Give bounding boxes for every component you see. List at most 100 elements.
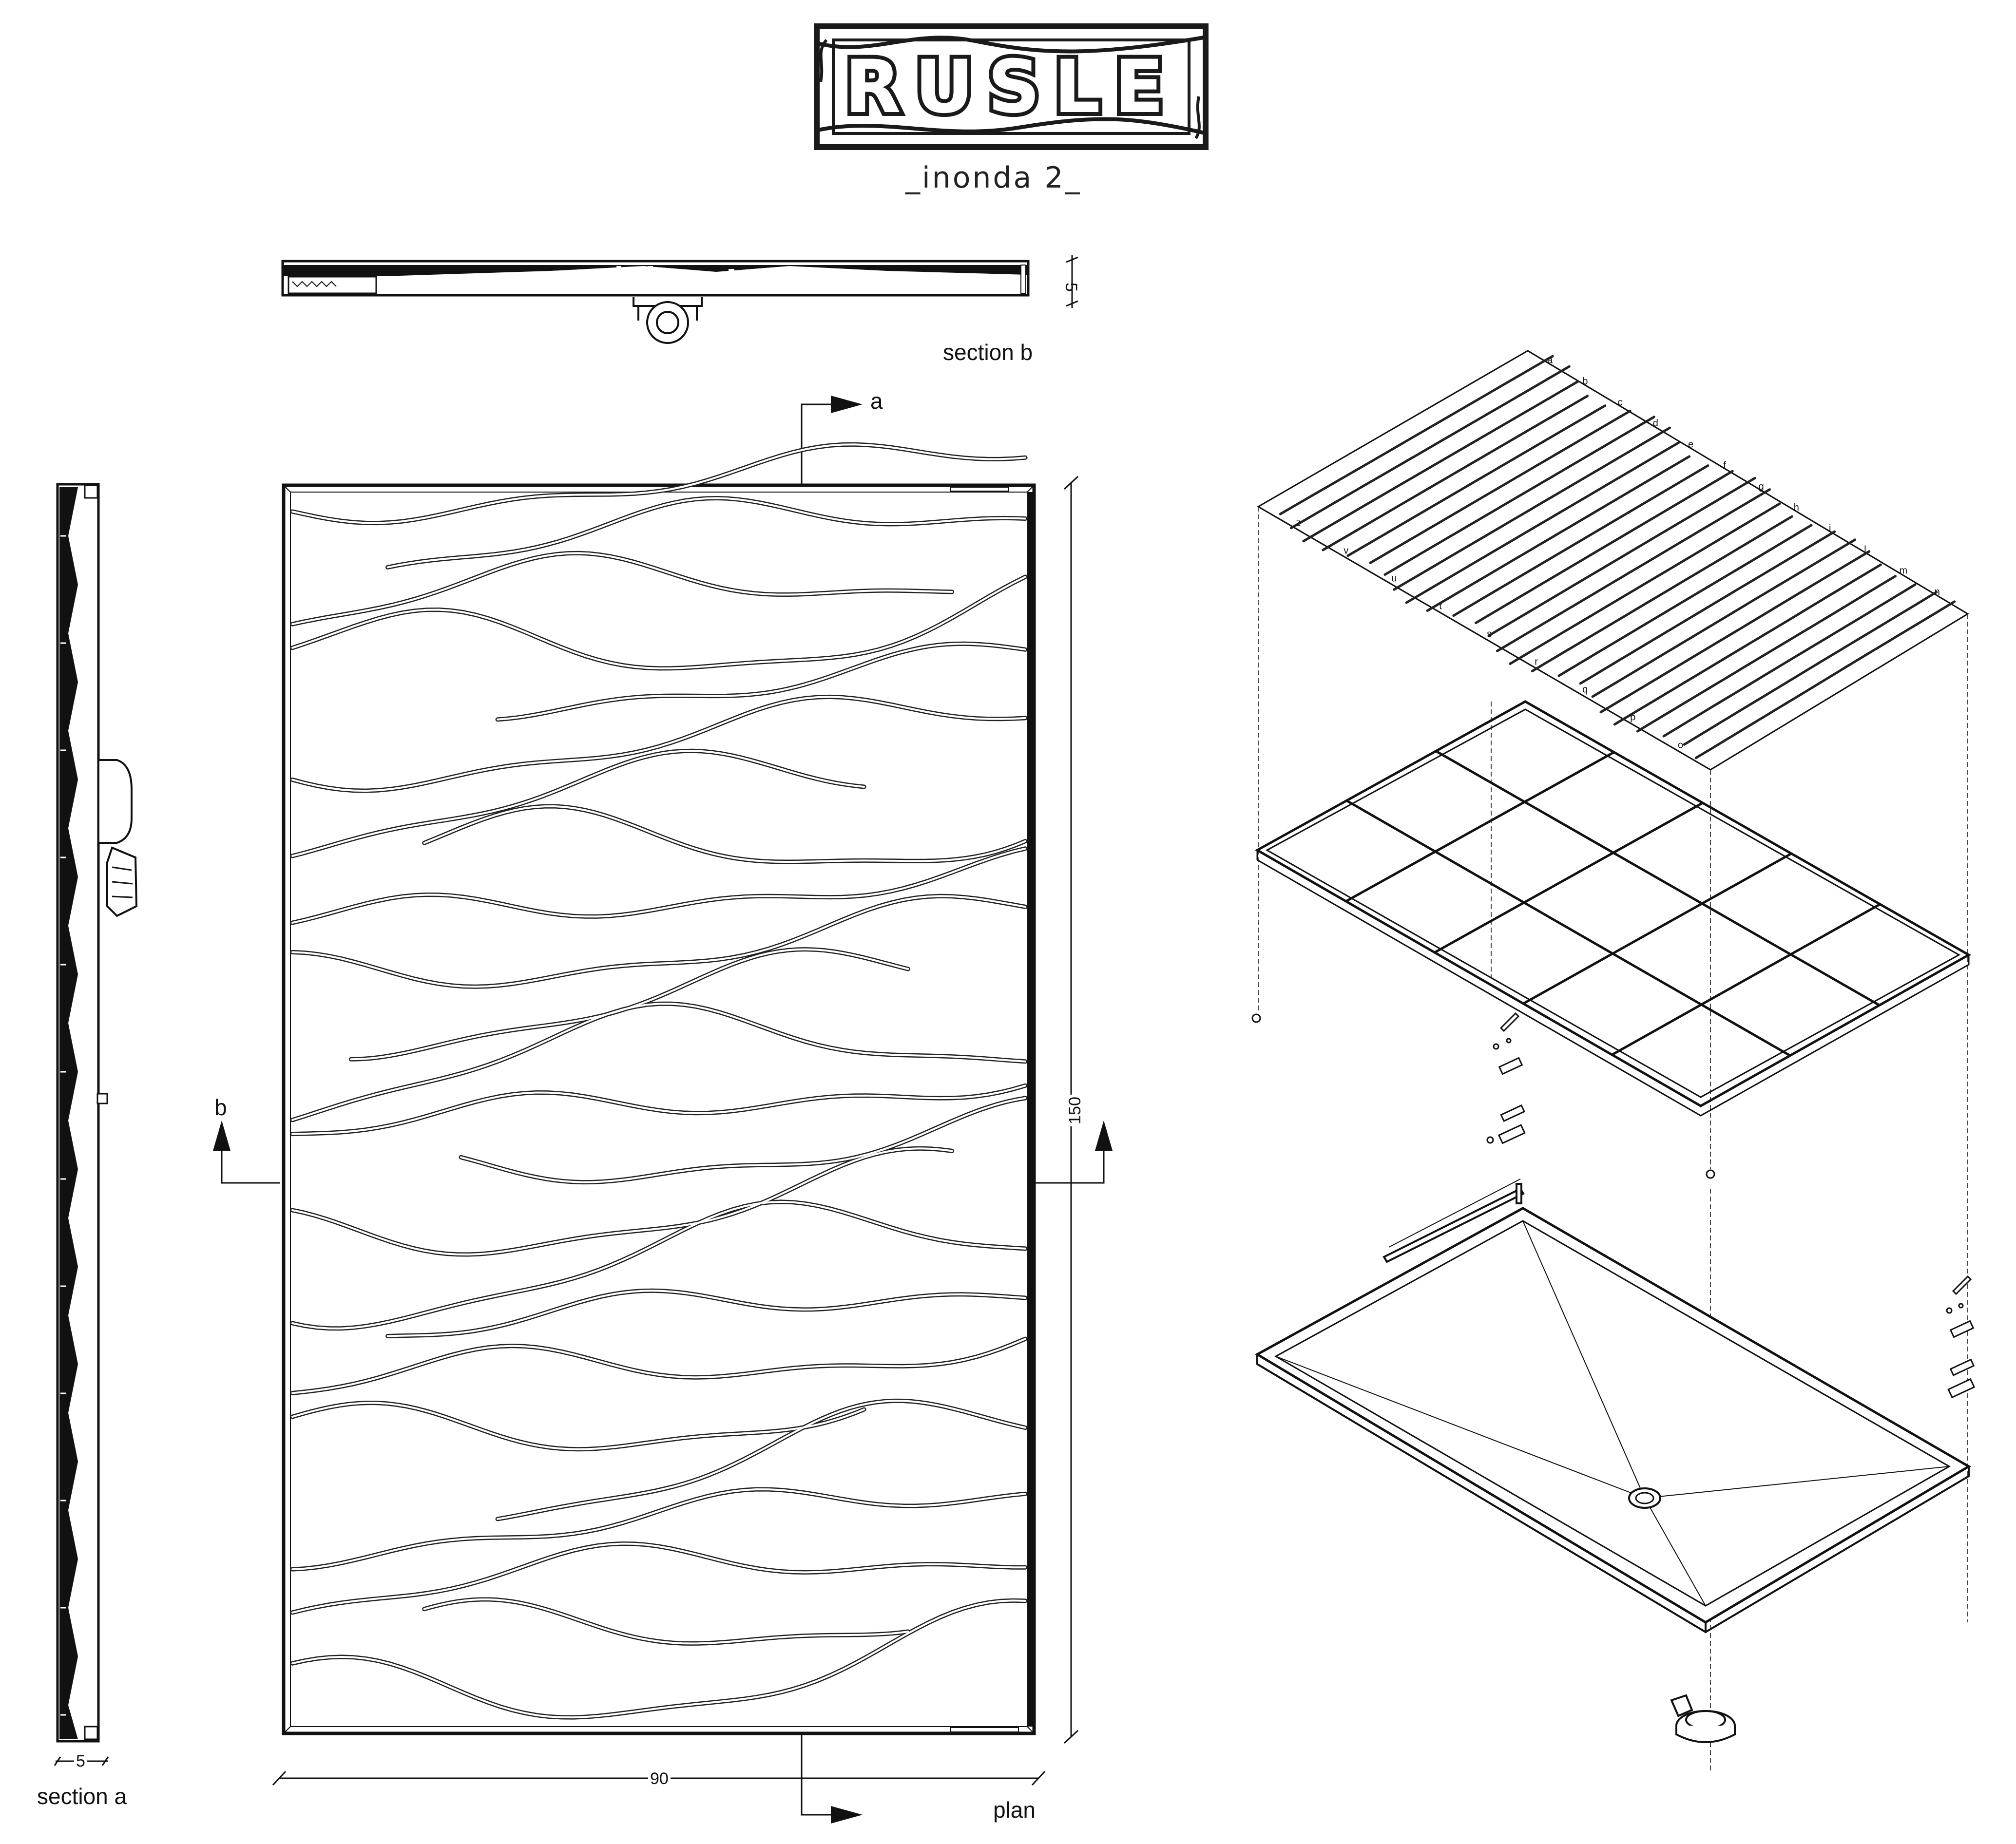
top-plate-channel: [1579, 530, 1836, 685]
top-plate-channel: [1290, 365, 1571, 530]
plan-channel-pattern-inner: [291, 443, 1026, 1719]
top-plate-channel: [1393, 426, 1671, 591]
frame-foot: [1706, 1169, 1715, 1179]
top-plate-channel: [1346, 404, 1607, 557]
plan-channel: [290, 1598, 1028, 1720]
plan-channel: [386, 1290, 1026, 1337]
rusle-logo: RUSLE: [814, 23, 1209, 150]
top-plate-channel: [1683, 590, 1938, 746]
top-plate-channel: [1302, 380, 1579, 543]
plan-channel: [291, 1542, 1026, 1614]
plan-channel: [291, 696, 1026, 792]
channel-letter: l: [1864, 544, 1866, 555]
grid-bar: [1346, 799, 1791, 1057]
plan-channel: [497, 1400, 1026, 1520]
channel-letter: c: [1618, 397, 1623, 408]
channel-letter: a: [1547, 355, 1553, 366]
channel-letter: r: [1535, 657, 1538, 667]
plan-channel: [495, 1398, 1028, 1521]
channel-letter: f: [1723, 460, 1726, 471]
plan-drawing: [213, 396, 1113, 1824]
section-b-drawing: [281, 255, 1078, 344]
plan-channel: [291, 552, 953, 626]
section-a-drawing: [56, 483, 138, 1743]
channel-letter: v: [1344, 546, 1348, 556]
plan-width-dimension: 90: [648, 1769, 671, 1788]
grid-bar: [1435, 750, 1880, 1007]
top-plate-channel: [1452, 464, 1709, 617]
channel-letter: t: [1439, 601, 1442, 612]
top-plate-channel: [1531, 515, 1793, 672]
top-plate-channel: [1487, 476, 1756, 637]
logo-text: RUSLE: [845, 45, 1177, 130]
plan-channel: [290, 1001, 1028, 1122]
top-plate-channel: [1426, 455, 1691, 612]
top-plate-channel: [1405, 441, 1680, 604]
section-a-ticks: [60, 535, 66, 1716]
top-plate-channel: [1383, 416, 1655, 576]
top-plate-channel: [1636, 575, 1897, 733]
support-grid-bars: [1345, 750, 1881, 1057]
section-b-label: section b: [943, 340, 1033, 365]
channel-letter: u: [1391, 573, 1397, 584]
top-plate-channel: [1599, 550, 1871, 714]
top-plate-channel: [1369, 410, 1632, 564]
assembly-guide-lines: [1258, 507, 1968, 1773]
channel-letter: g: [1759, 481, 1764, 492]
top-plate-channel: [1591, 538, 1856, 698]
top-plate-channel: [1322, 395, 1589, 551]
section-a-dimension: 5: [74, 1752, 87, 1771]
plan-channel: [460, 1097, 1026, 1183]
channel-letter: m: [1900, 566, 1908, 576]
plan-outline: [282, 483, 1036, 1735]
frame-foot: [1251, 1013, 1261, 1023]
top-plate-channel: [1279, 355, 1554, 515]
top-plate-channel: [1557, 524, 1813, 677]
plan-channel-pattern: [290, 442, 1028, 1720]
plan-channel: [291, 1488, 1026, 1571]
plan-channel: [290, 1541, 1028, 1615]
section-a-label: section a: [37, 1784, 127, 1809]
cut-label-b: b: [214, 1095, 227, 1120]
channel-letter: s: [1487, 629, 1492, 640]
plan-channel: [291, 847, 1026, 924]
top-plate-channel: [1694, 600, 1956, 760]
plan-channel: [291, 1147, 953, 1256]
plan-channel: [291, 576, 1026, 669]
plan-channel: [290, 1487, 1028, 1572]
channel-letter: p: [1630, 712, 1635, 723]
clip-hardware-right: [1946, 1275, 1976, 1399]
plan-channel: [497, 643, 1026, 721]
plan-channel: [291, 443, 1026, 524]
product-subtitle: _inonda 2_: [905, 161, 1082, 195]
top-plate-channel: [1474, 470, 1734, 625]
plan-channel: [291, 1402, 865, 1450]
top-plate-channel: [1662, 583, 1917, 738]
plan-channel: [291, 1200, 1026, 1330]
plan-channel: [422, 804, 1028, 864]
channel-letter: q: [1582, 684, 1588, 695]
plan-channel: [423, 805, 1026, 863]
channel-letter: b: [1582, 376, 1588, 387]
grid-bar: [1345, 751, 1615, 903]
plan-channel: [291, 1003, 1026, 1121]
channel-letter: d: [1653, 418, 1658, 429]
channel-letter: h: [1794, 502, 1799, 513]
grid-bar: [1434, 801, 1704, 954]
plan-channel: [290, 748, 866, 858]
top-plate-channel: [1509, 502, 1781, 665]
plan-label: plan: [993, 1797, 1036, 1823]
side-rails: [1382, 1179, 1525, 1263]
plan-channel: [290, 1146, 955, 1257]
top-plate-channel: [1496, 488, 1771, 652]
cut-label-a: a: [870, 388, 883, 414]
top-plate-channel: [1613, 563, 1882, 726]
plan-channel: [385, 495, 1028, 570]
plan-channel: [291, 750, 865, 857]
drain-trap: [1670, 1694, 1736, 1743]
clip-hardware-left: [1486, 1012, 1526, 1144]
plan-channel: [291, 1599, 1026, 1719]
channel-letter: n: [1935, 587, 1940, 597]
